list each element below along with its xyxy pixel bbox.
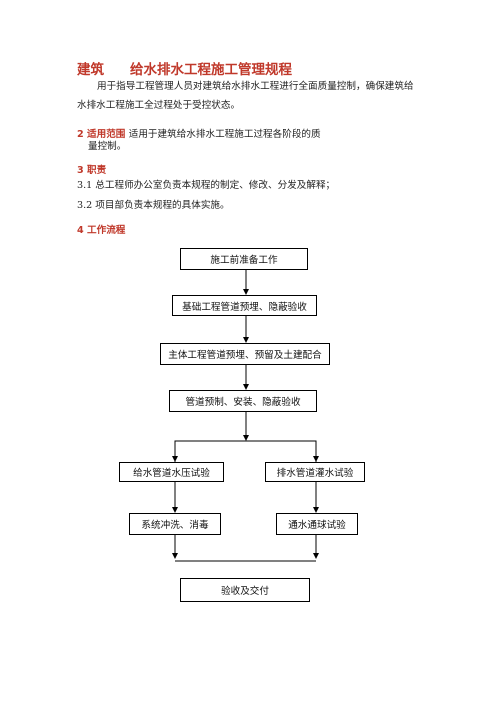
section-4-heading: 4 工作流程 <box>77 225 126 236</box>
flow-step-acceptance: 验收及交付 <box>180 578 310 602</box>
section-3-item-1: 3.1 总工程师办公室负责本规程的制定、修改、分发及解释； <box>77 180 336 191</box>
title-prefix: 建筑 <box>77 62 104 78</box>
document-title: 建筑 给水排水工程施工管理规程 <box>77 58 292 78</box>
section-2-text-line-2: 量控制。 <box>88 141 127 152</box>
section-2-text: 适用于建筑给水排水工程施工过程各阶段的质 <box>128 129 321 140</box>
flow-step-foundation: 基础工程管道预埋、隐蔽验收 <box>172 295 317 316</box>
section-2-heading: 2 适用范围 <box>77 129 126 140</box>
intro-line-2: 水排水工程施工全过程处于受控状态。 <box>77 100 241 111</box>
flow-step-preparation: 施工前准备工作 <box>180 248 308 270</box>
flow-step-flush-disinfect: 系统冲洗、消毒 <box>129 513 221 535</box>
flow-step-water-pressure-test: 给水管道水压试验 <box>119 462 224 482</box>
flow-step-prefabrication: 管道预制、安装、隐蔽验收 <box>169 390 317 412</box>
flow-step-drain-water-test: 排水管道灌水试验 <box>265 462 365 482</box>
intro-line-1: 用于指导工程管理人员对建筑给水排水工程进行全面质量控制，确保建筑给 <box>97 81 414 92</box>
branch-split-line <box>174 440 317 462</box>
flow-step-ball-test: 通水通球试验 <box>276 513 358 535</box>
section-2-line: 2 适用范围 适用于建筑给水排水工程施工过程各阶段的质 <box>77 126 321 140</box>
section-3-item-2: 3.2 项目部负责本规程的具体实施。 <box>77 200 230 211</box>
flow-step-main-structure: 主体工程管道预埋、预留及土建配合 <box>160 343 330 365</box>
section-3-heading: 3 职责 <box>77 165 107 176</box>
title-main: 给水排水工程施工管理规程 <box>130 62 292 78</box>
